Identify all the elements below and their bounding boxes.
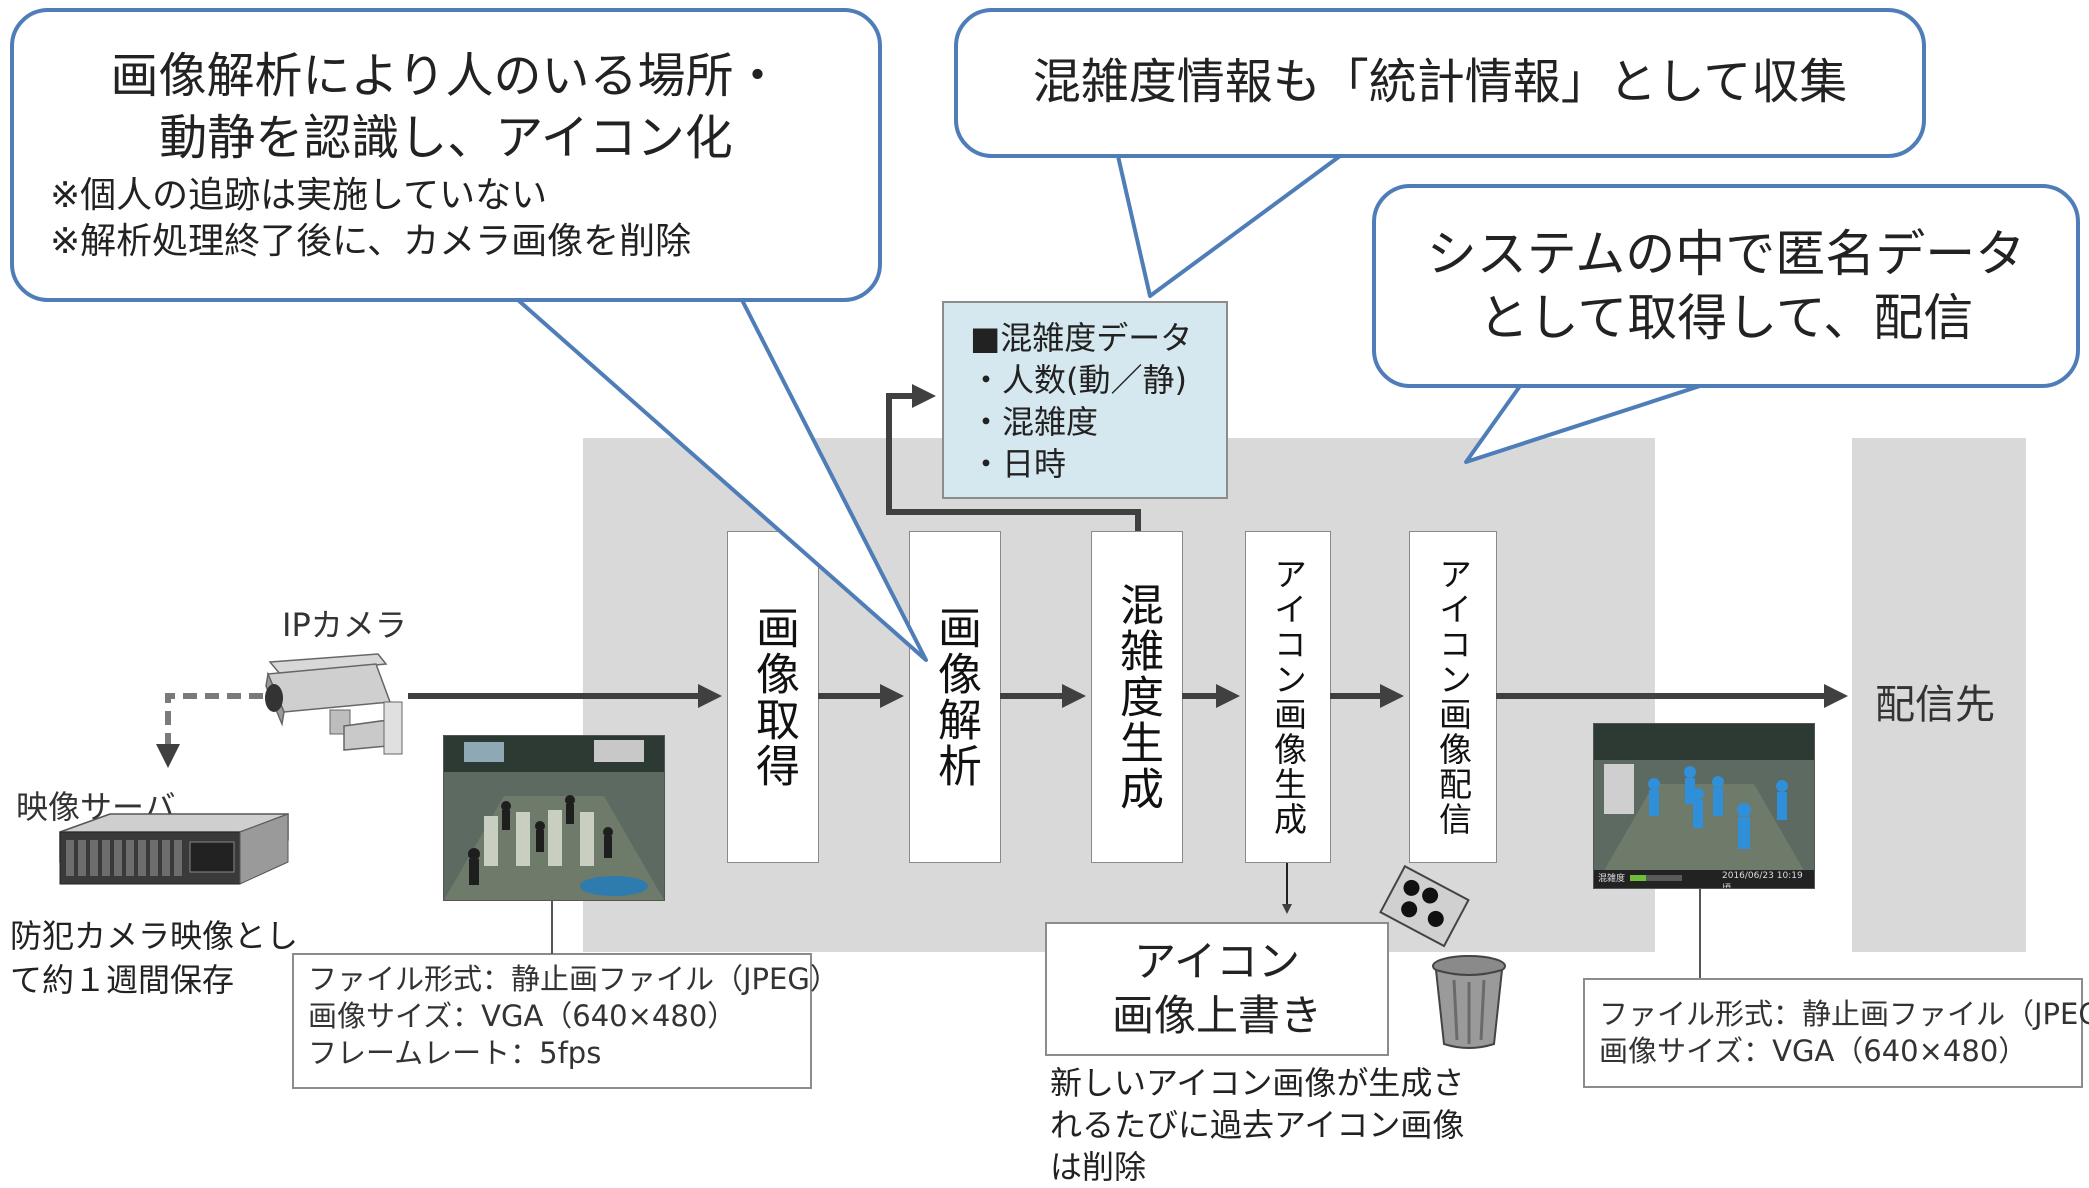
overwrite-note-line1: 新しいアイコン画像が生成さ: [1050, 1064, 1465, 1102]
output-spec-image-size: 画像サイズ：VGA（640×480）: [1599, 1034, 2028, 1068]
server-note-line1: 防犯カメラ映像とし: [10, 917, 299, 955]
input-spec-image-size: 画像サイズ：VGA（640×480）: [308, 999, 737, 1033]
server-note-line2: て約１週間保存: [10, 961, 235, 999]
output-spec-file-format: ファイル形式：静止画ファイル（JPEG）: [1599, 997, 2089, 1031]
output-spec-box: ファイル形式：静止画ファイル（JPEG） 画像サイズ：VGA（640×480）: [1583, 978, 2089, 1088]
overwrite-note-line3: は削除: [1050, 1148, 1147, 1186]
icon-overwrite-box: アイコン 画像上書き: [1045, 922, 1389, 1056]
photo-timestamp: 2016/06/23 10:19 頃: [1722, 871, 1803, 889]
congestion-meter: [1630, 875, 1682, 881]
callout-anonymous-data: システムの中で匿名データ として取得して、配信: [1372, 184, 2080, 388]
station-gate-image: [444, 736, 664, 900]
icon-image-tile: [1379, 864, 1470, 948]
data-box-item: ・人数(動／静): [970, 361, 1187, 399]
step-image-analysis: 画像解析: [909, 531, 1001, 863]
trash-can-icon: [1432, 955, 1506, 1049]
input-spec-file-format: ファイル形式：静止画ファイル（JPEG）: [308, 962, 839, 996]
data-box-item: ・日時: [970, 445, 1067, 483]
callout-analysis-note2: ※解析処理終了後に、カメラ画像を削除: [50, 221, 692, 263]
step-icon-generation: アイコン画像生成: [1245, 531, 1331, 863]
callout-statistics: 混雑度情報も「統計情報」として収集: [954, 8, 1926, 158]
step-icon-distribution: アイコン画像配信: [1409, 531, 1497, 863]
camera-label: IPカメラ: [282, 606, 407, 644]
input-spec-frame-rate: フレームレート：5fps: [308, 1036, 602, 1070]
callout-image-analysis: 画像解析により人のいる場所・ 動静を認識し、アイコン化 ※個人の追跡は実施してい…: [10, 8, 882, 302]
data-box-item: ・混雑度: [970, 403, 1099, 441]
server-note: 防犯カメラ映像とし て約１週間保存: [10, 914, 298, 1002]
camera-image-photo: [443, 735, 665, 901]
destination-area: [1852, 438, 2026, 952]
destination-label: 配信先: [1875, 682, 1995, 728]
station-icon-image: [1594, 724, 1814, 888]
overwrite-line2: 画像上書き: [1111, 991, 1322, 1040]
input-spec-box: ファイル形式：静止画ファイル（JPEG） 画像サイズ：VGA（640×480） …: [292, 953, 839, 1089]
callout-statistics-text: 混雑度情報も「統計情報」として収集: [1032, 54, 1848, 111]
callout-anonymous-line2: として取得して、配信: [1478, 289, 1974, 347]
overwrite-note-line2: れるたびに過去アイコン画像: [1050, 1106, 1465, 1144]
data-box-title: ■混雑度データ: [970, 319, 1193, 357]
callout-anonymous-line1: システムの中で匿名データ: [1426, 225, 2026, 283]
video-server-icon: [59, 813, 289, 885]
congestion-data-box: ■混雑度データ ・人数(動／静) ・混雑度 ・日時: [942, 301, 1228, 499]
icon-image-photo: 混雑度 2016/06/23 10:19 頃: [1593, 723, 1815, 889]
callout-analysis-note1: ※個人の追跡は実施していない: [50, 175, 548, 217]
ip-camera-icon: [265, 653, 403, 755]
callout-analysis-line2: 動静を認識し、アイコン化: [159, 109, 733, 166]
overwrite-note: 新しいアイコン画像が生成さ れるたびに過去アイコン画像 は削除: [1050, 1062, 1464, 1188]
callout-analysis-line1: 画像解析により人のいる場所・: [110, 48, 782, 104]
congestion-meter-fill: [1630, 875, 1646, 881]
overwrite-line1: アイコン: [1134, 937, 1300, 986]
congestion-label: 混雑度: [1598, 874, 1626, 884]
arrow-camera-to-server: [156, 693, 263, 768]
